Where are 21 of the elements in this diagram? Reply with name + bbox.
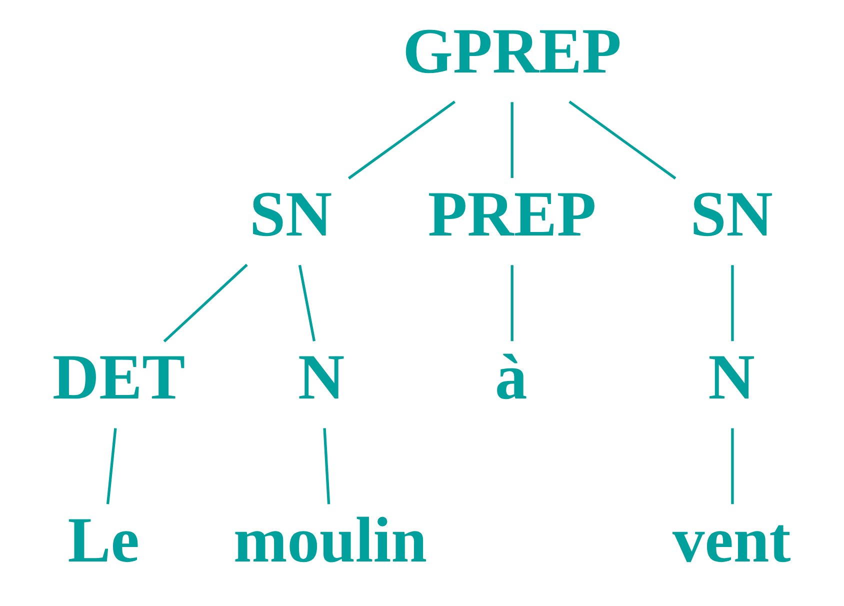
- node-text: vent: [672, 504, 790, 576]
- connector: [730, 265, 734, 342]
- node-text: N: [297, 342, 344, 412]
- connector: [568, 100, 676, 180]
- node-text: SN: [249, 178, 332, 250]
- connector: [347, 100, 456, 180]
- connector: [162, 264, 248, 342]
- connector: [322, 428, 330, 504]
- node-text: à: [494, 342, 527, 412]
- node-text: N: [708, 342, 754, 412]
- node-text: GPREP: [402, 15, 621, 86]
- node-text: DET: [52, 342, 185, 412]
- connector: [730, 428, 734, 504]
- node-text: PREP: [427, 178, 596, 250]
- connector: [510, 102, 513, 178]
- node-text: moulin: [232, 504, 427, 576]
- connector: [298, 264, 316, 342]
- node-text: SN: [690, 178, 772, 250]
- connector: [106, 428, 116, 504]
- node-text: Le: [67, 504, 139, 576]
- connector: [510, 265, 513, 342]
